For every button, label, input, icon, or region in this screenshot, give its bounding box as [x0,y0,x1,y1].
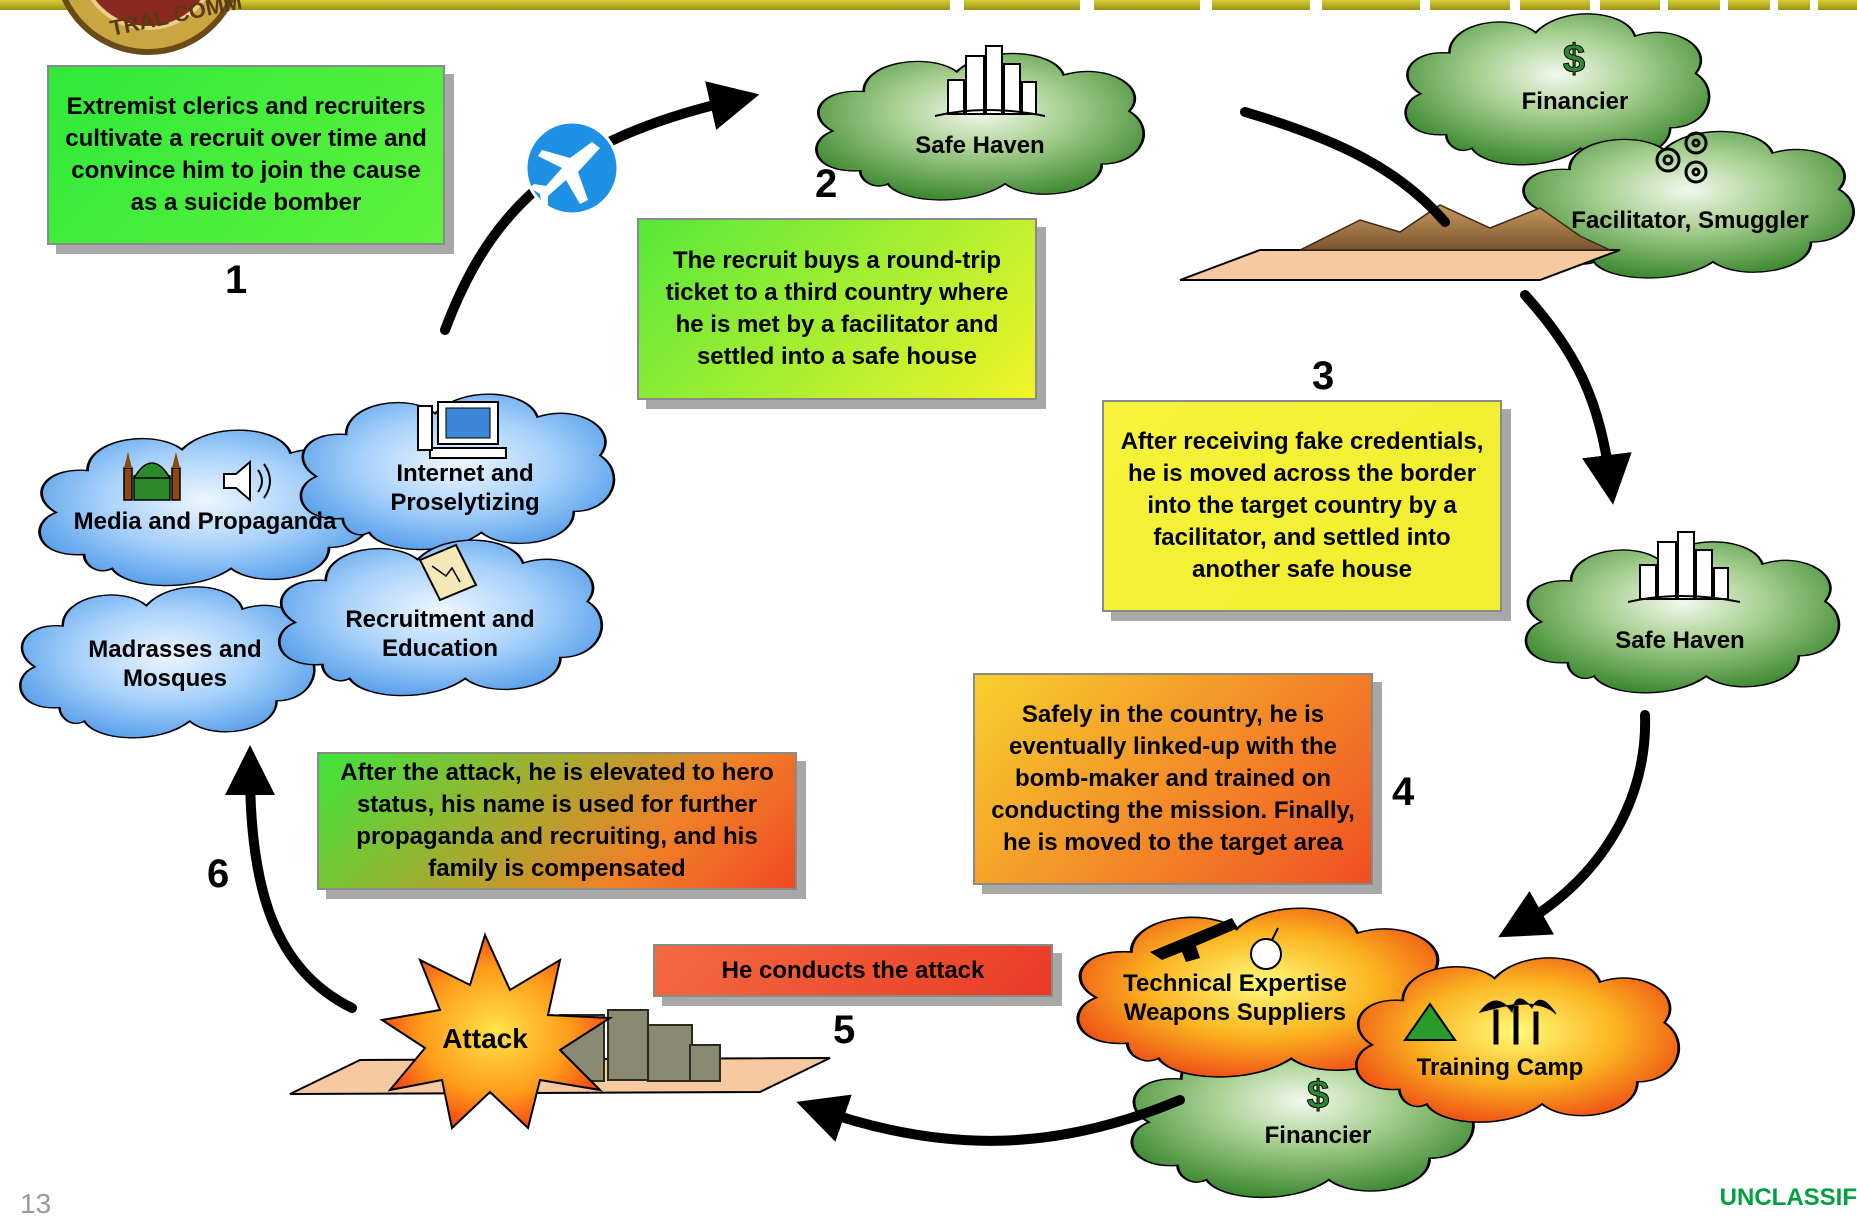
page-number: 13 [20,1188,52,1219]
dollar-icon-bottom: $ [1307,1073,1329,1117]
computer-icon [417,401,507,459]
command-seal-logo: TRAL COMM [61,0,244,55]
label-financier-top: Financier [1521,88,1629,115]
label-facilitator-smuggler: Facilitator, Smuggler [1571,207,1809,234]
label-media-propaganda: Media and Propaganda [73,508,337,535]
top-banner [0,0,1857,10]
step-6-number: 6 [207,852,230,896]
arrow-border-to-3 [1520,290,1632,505]
step-3-box: After receiving fake credentials, he is … [1102,400,1502,612]
step-5-box: He conducts the attack [653,944,1053,997]
label-madrasses-mosques: Madrasses and Mosques [88,636,262,692]
step-3-number: 3 [1312,354,1335,398]
city-icon-right [1627,531,1741,603]
label-recruitment-education: Recruitment and Education [345,606,535,662]
classification-marking: UNCLASSIFIED [1719,1184,1857,1211]
palm-trees-icon [1478,998,1557,1045]
step-4-box: Safely in the country, he is eventually … [973,673,1373,885]
bomb-icon [1250,927,1282,970]
step-2-number: 2 [815,162,838,206]
step-1-box: Extremist clerics and recruiters cultiva… [47,65,445,245]
border-mountains [1179,204,1621,281]
scroll-icon [418,543,478,602]
step-6-box: After the attack, he is elevated to hero… [317,752,797,890]
step-4-number: 4 [1392,770,1415,814]
tent-icon [1403,1002,1457,1041]
dollar-icon-top: $ [1563,37,1585,81]
mosque-icon [123,452,181,501]
arrow-4-to-5 [796,1094,1185,1146]
label-attack: Attack [442,1023,528,1054]
step-1-number: 1 [225,258,248,302]
explosion-icon [379,932,614,1130]
step-2-box: The recruit buys a round-trip ticket to … [637,218,1037,400]
label-technical-expertise: Technical Expertise Weapons Suppliers [1123,970,1347,1026]
arrow-5-to-6 [225,745,357,1013]
label-safe-haven-top: Safe Haven [915,132,1045,159]
city-icon-top [934,45,1046,117]
label-safe-haven-right: Safe Haven [1615,627,1745,654]
gears-icon [1655,131,1708,184]
label-internet-proselytizing: Internet and Proselytizing [390,460,540,516]
arrow-2-to-border [1240,107,1450,227]
airplane-icon [524,120,620,216]
step-5-number: 5 [833,1008,856,1052]
rifle-icon [1150,918,1238,962]
label-training-camp: Training Camp [1416,1054,1584,1081]
label-financier-bottom: Financier [1264,1122,1372,1149]
speaker-icon [223,459,271,503]
arrow-3-to-4 [1498,710,1651,938]
